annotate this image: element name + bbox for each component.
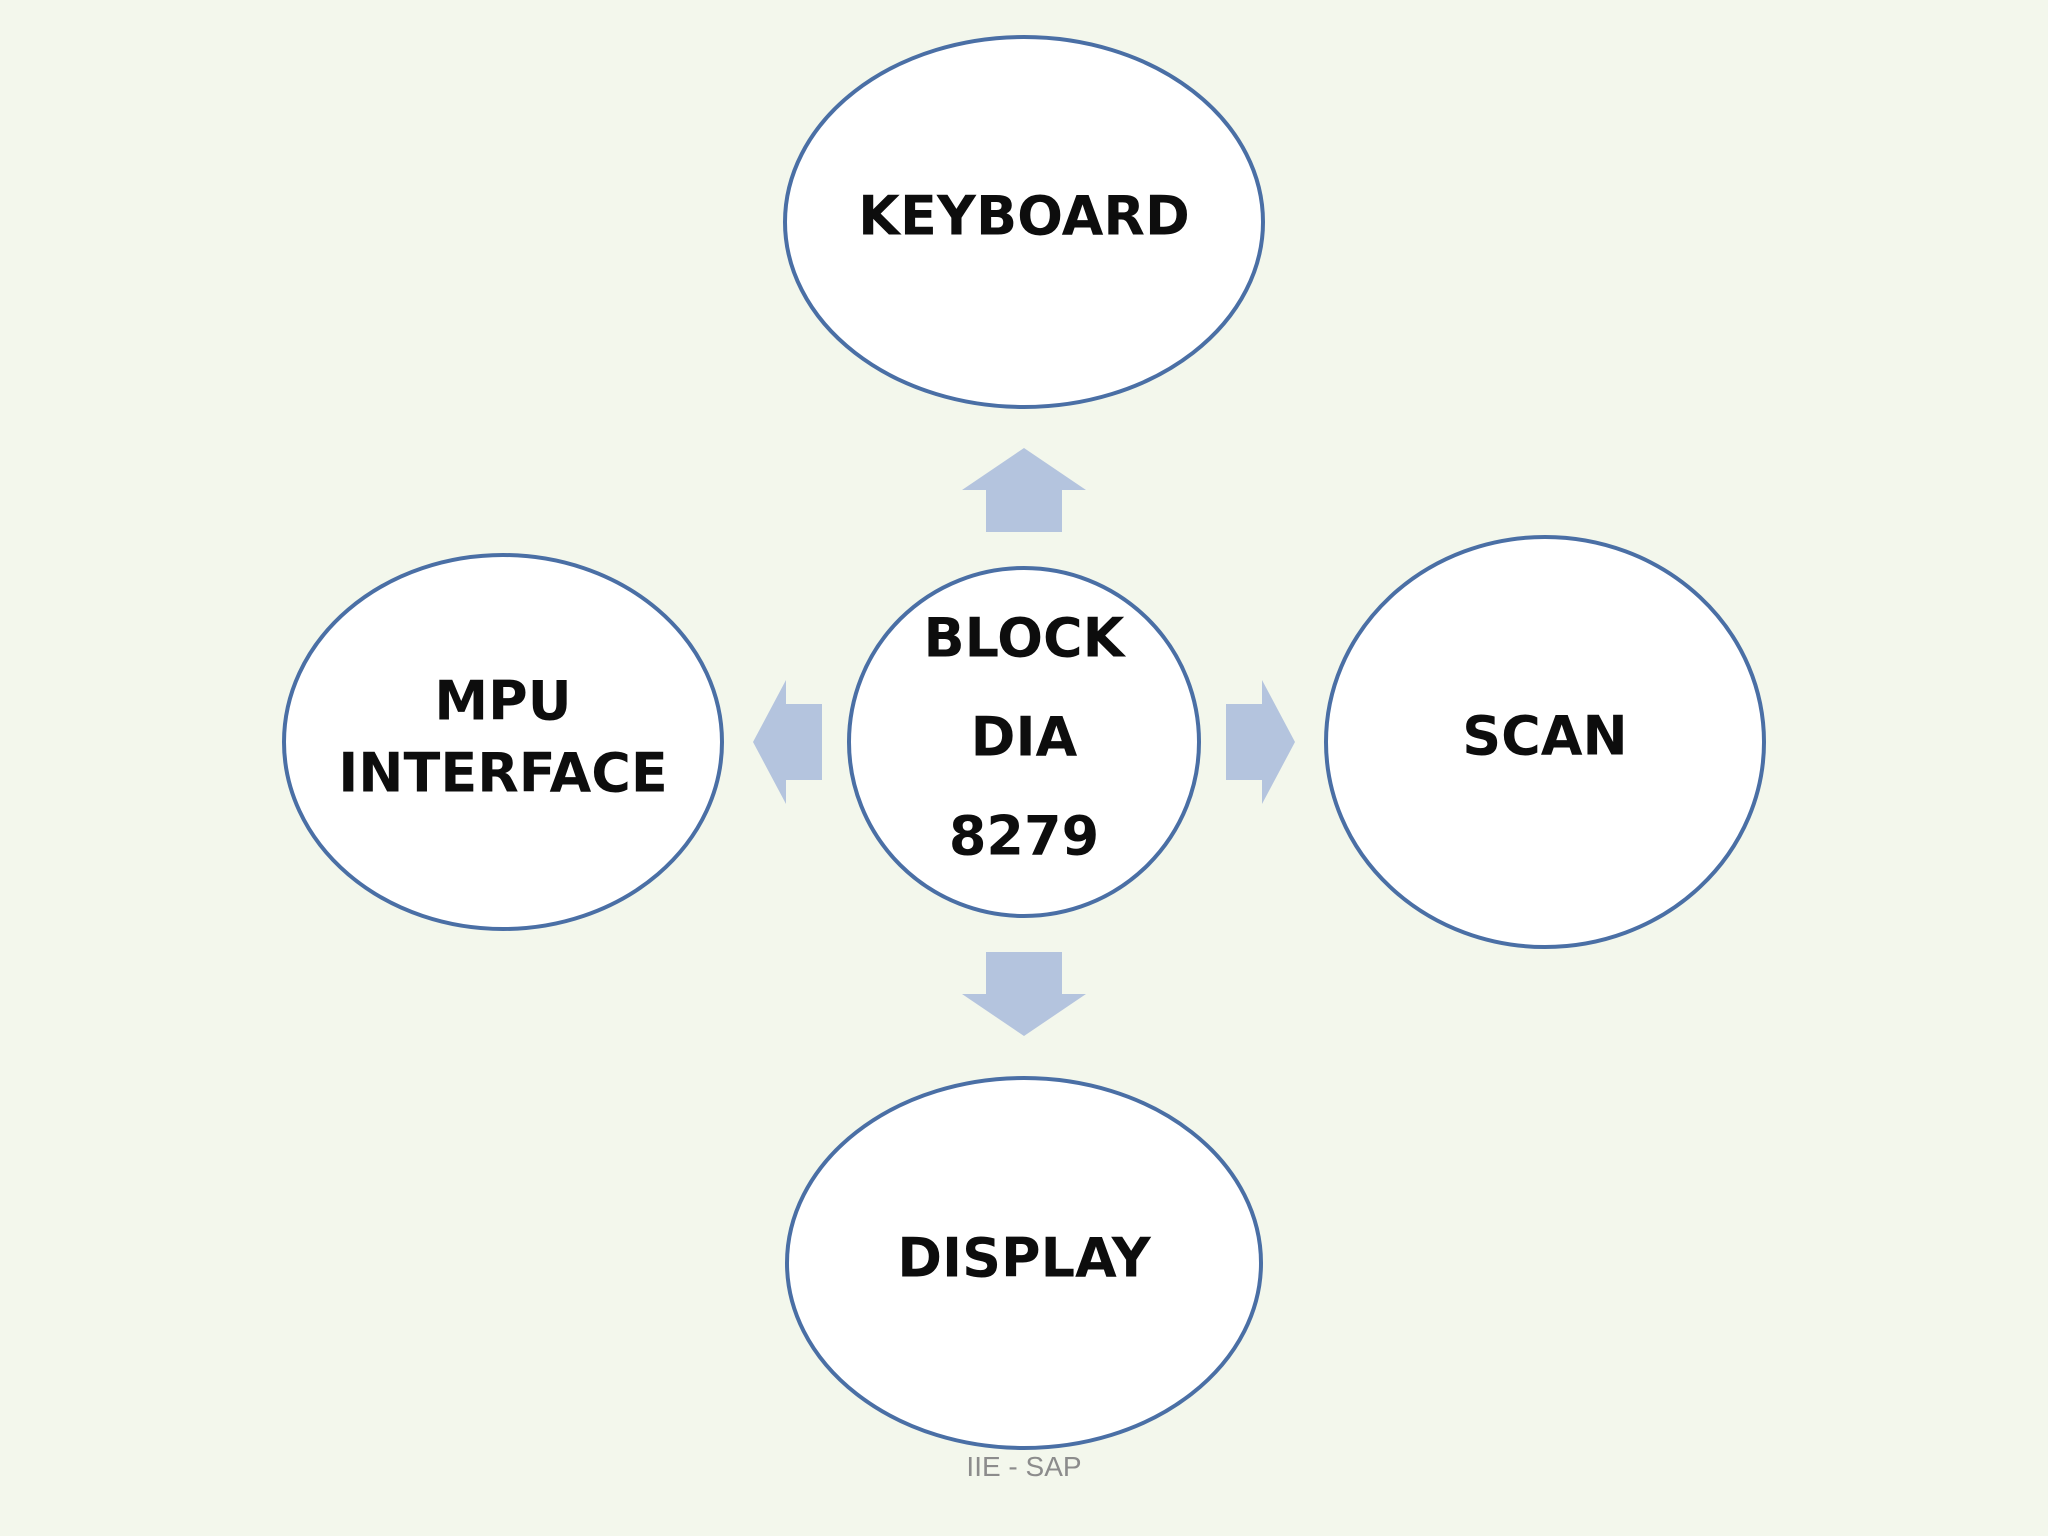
arrow-up (962, 448, 1086, 532)
arrow-left (753, 680, 822, 804)
node-mpu-interface: MPU INTERFACE (282, 553, 724, 931)
node-center-label-line1: BLOCK (923, 607, 1126, 670)
node-mpu-interface-label-line2: INTERFACE (338, 742, 668, 805)
node-display-label: DISPLAY (897, 1227, 1151, 1290)
node-center-label-line3: 8279 (949, 805, 1099, 868)
node-keyboard: KEYBOARD (783, 35, 1265, 409)
node-scan-label: SCAN (1462, 705, 1628, 768)
node-center-label-line2: DIA (971, 706, 1078, 769)
node-keyboard-label: KEYBOARD (858, 185, 1190, 248)
node-display: DISPLAY (785, 1076, 1263, 1450)
node-scan: SCAN (1324, 535, 1766, 949)
footer-text: IIE - SAP (966, 1451, 1081, 1482)
arrow-right (1226, 680, 1295, 804)
arrow-down (962, 952, 1086, 1036)
node-mpu-interface-label-line1: MPU (434, 670, 571, 733)
node-center-block: BLOCK DIA 8279 (847, 566, 1201, 918)
